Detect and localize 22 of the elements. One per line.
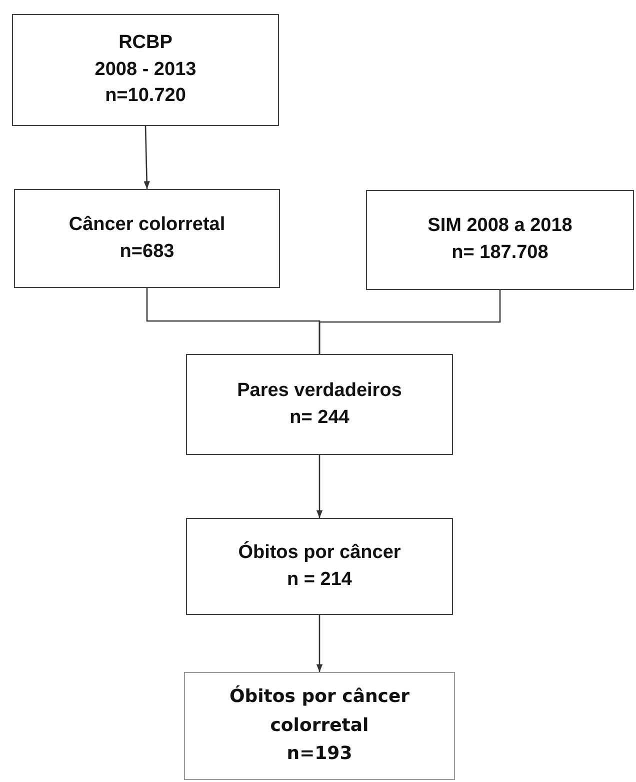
process-box — [14, 189, 280, 288]
process-box — [12, 14, 279, 126]
box-text: SIM 2008 a 2018 — [428, 214, 572, 238]
process-box — [186, 518, 453, 615]
box-text: Pares verdadeiros — [237, 378, 402, 403]
box-text: n=683 — [120, 240, 174, 264]
process-box — [184, 672, 455, 780]
process-box — [366, 190, 634, 290]
box-text: n=193 — [286, 742, 352, 766]
box-text: n=10.720 — [105, 84, 186, 108]
box-text: Câncer colorretal — [68, 212, 226, 237]
box-text: n = 214 — [287, 568, 352, 592]
connector-line — [316, 455, 323, 518]
box-text: RCBP — [118, 31, 172, 56]
box-text: 2008 - 2013 — [94, 58, 196, 82]
box-text: n= 187.708 — [452, 241, 548, 265]
connector-line — [316, 615, 323, 672]
process-box — [186, 354, 453, 455]
connector-line — [318, 290, 501, 354]
connector-line — [144, 126, 150, 190]
box-text: n= 244 — [290, 406, 350, 430]
box-text: Óbitos por câncer — [238, 540, 401, 565]
